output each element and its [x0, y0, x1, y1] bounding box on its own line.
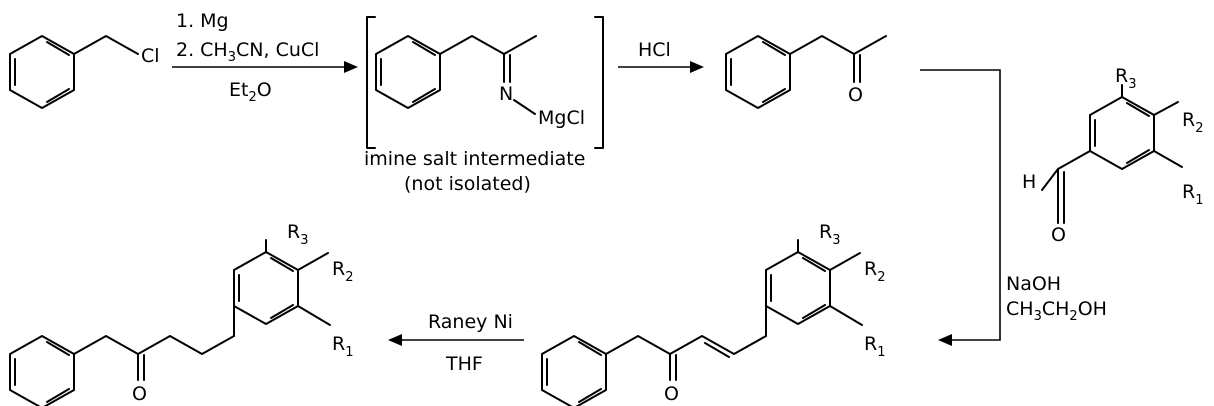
imine-phenyl-ring — [375, 35, 441, 109]
aldehyde-oxygen-label: O — [1051, 224, 1066, 246]
product-aryl-ring — [233, 251, 299, 325]
product-chain — [73, 335, 235, 355]
benzyl-chloride-ring — [9, 35, 75, 109]
reaction-arrow-3: NaOH CH3CH2OH — [920, 69, 1107, 346]
imine-double-bond — [503, 53, 511, 83]
saturated-ketone-structure: O R3 R2 R1 — [9, 221, 353, 406]
enone-carbonyl — [669, 353, 677, 381]
phenylacetone-ring — [725, 35, 791, 109]
benzaldehyde-substituent-bonds — [1121, 84, 1183, 168]
aldehyde-group — [1041, 150, 1091, 224]
reaction-arrow-1: 1. Mg 2. CH3CN, CuCl Et2O — [172, 10, 358, 105]
reaction-arrow-4: Raney Ni THF — [388, 311, 524, 375]
r3-substituent-label: R3 — [1115, 65, 1136, 92]
product-carbonyl — [137, 353, 145, 381]
imine-chain — [439, 35, 537, 55]
bracket-left — [366, 16, 376, 149]
phenylacetone-structure: O — [725, 35, 887, 109]
enone-r1-label: R1 — [864, 333, 885, 360]
phenylacetone-chain — [789, 35, 887, 55]
enone-chain — [605, 335, 767, 358]
bracket-right — [594, 16, 604, 149]
benzyl-chloride-chain — [73, 35, 139, 55]
r2-substituent-label: R2 — [1182, 109, 1203, 136]
enone-structure: O R3 R2 R1 — [541, 221, 885, 406]
solvent-thf-label: THF — [445, 353, 483, 375]
intermediate-caption-note: (not isolated) — [404, 173, 531, 195]
enone-r3-label: R3 — [819, 221, 840, 248]
enone-oxygen-label: O — [664, 383, 679, 405]
phenylacetone-carbonyl — [853, 53, 861, 83]
reagent-naoh-label: NaOH — [1006, 273, 1061, 295]
mgcl-label: MgCl — [538, 107, 585, 129]
enone-phenyl-ring — [541, 335, 607, 406]
product-substituent-bonds — [233, 239, 331, 337]
n-mg-bond — [513, 99, 536, 115]
enone-aryl-ring — [765, 251, 831, 325]
nitrogen-atom-label: N — [499, 83, 513, 105]
solvent-ether-label: Et2O — [229, 79, 272, 105]
enone-substituent-bonds — [765, 239, 863, 337]
oxygen-atom-label: O — [848, 84, 863, 106]
reaction-arrow-2: HCl — [618, 39, 704, 73]
reagent-mg-label: 1. Mg — [176, 10, 229, 32]
reagent-acetonitrile-label: 2. CH3CN, CuCl — [176, 39, 319, 65]
product-phenyl-ring — [9, 335, 75, 406]
r1-substituent-label: R1 — [1182, 181, 1203, 208]
product-r2-label: R2 — [332, 258, 353, 285]
benzaldehyde-structure: R3 R2 R1 H O — [1022, 65, 1203, 246]
imine-salt-intermediate: N MgCl imine salt intermediate (not isol… — [364, 16, 604, 195]
intermediate-caption: imine salt intermediate — [364, 148, 585, 170]
chlorine-atom-label: Cl — [141, 45, 160, 67]
benzyl-chloride-structure: Cl — [9, 35, 160, 109]
reagent-raney-ni-label: Raney Ni — [428, 311, 513, 333]
aldehyde-hydrogen-label: H — [1022, 171, 1036, 193]
product-oxygen-label: O — [132, 383, 147, 405]
product-r3-label: R3 — [287, 221, 308, 248]
reagent-ethanol-label: CH3CH2OH — [1006, 298, 1107, 324]
reagent-hcl-label: HCl — [638, 39, 671, 61]
enone-r2-label: R2 — [864, 258, 885, 285]
product-r1-label: R1 — [332, 333, 353, 360]
benzaldehyde-ring — [1089, 96, 1155, 170]
